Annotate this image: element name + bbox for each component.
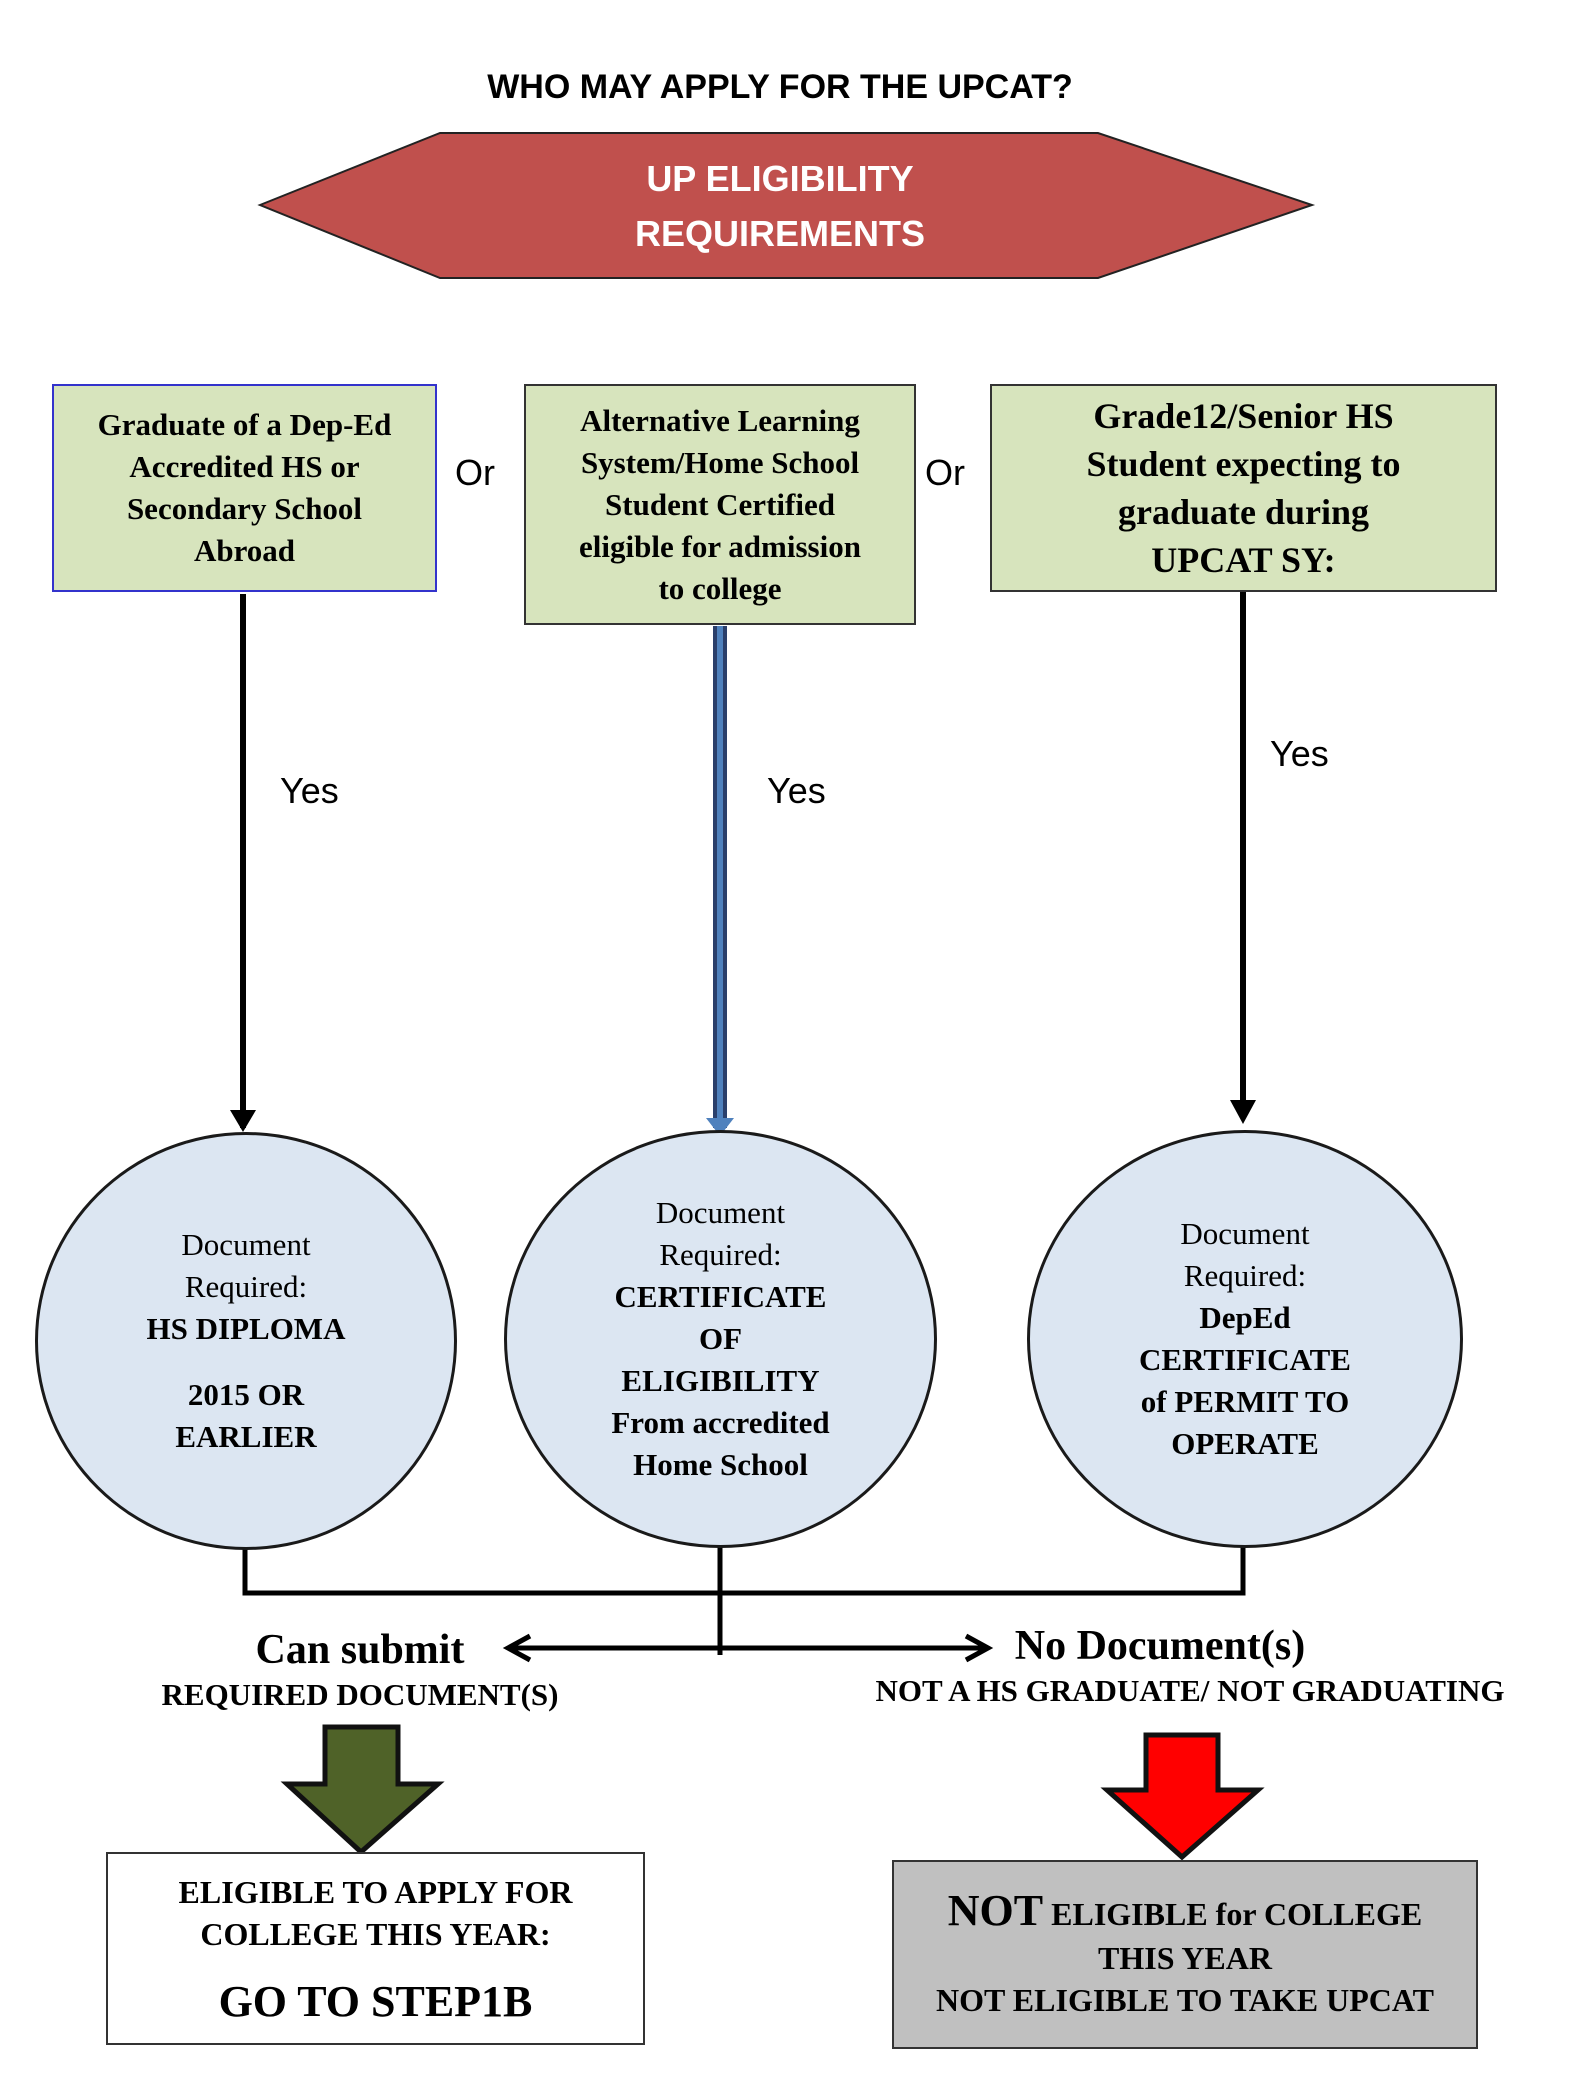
banner-text: UP ELIGIBILITY REQUIREMENTS [634, 157, 926, 254]
or-label-1: Or [455, 452, 495, 493]
arrowhead-middle [706, 1118, 734, 1136]
document-circle-diploma: Document Required: HS DIPLOMA 2015 OR EA… [35, 1132, 457, 1550]
page-title: WHO MAY APPLY FOR THE UPCAT? [487, 68, 1073, 106]
red-down-arrow [1100, 1732, 1265, 1861]
join-line [242, 1545, 1246, 1596]
yes-label-middle: Yes [767, 770, 826, 811]
yes-label-right: Yes [1270, 733, 1329, 774]
can-submit-label: Can submit REQUIRED DOCUMENT(S) [161, 1627, 559, 1712]
or-label-2: Or [925, 452, 965, 493]
option-grade12-senior: Grade12/Senior HS Student expecting to g… [990, 384, 1497, 592]
document-circle-permit: Document Required: DepEd CERTIFICATE of … [1027, 1130, 1463, 1548]
go-to-step1b: GO TO STEP1B [218, 1976, 533, 2026]
green-down-arrow [280, 1724, 445, 1856]
yes-label-left: Yes [280, 770, 339, 811]
arrowhead-left [230, 1110, 256, 1132]
arrowhead-right [1230, 1100, 1256, 1124]
option-deped-graduate: Graduate of a Dep-Ed Accredited HS or Se… [52, 384, 437, 592]
banner-shape [257, 132, 1316, 279]
document-circle-certificate: Document Required: CERTIFICATE OF ELIGIB… [504, 1130, 937, 1548]
no-document-label: No Document(s) NOT A HS GRADUATE/ NOT GR… [875, 1623, 1505, 1708]
not-emphasis: NOT [947, 1886, 1044, 1935]
not-eligible-box: NOT ELIGIBLE for COLLEGE THIS YEAR NOT E… [892, 1860, 1478, 2049]
option-als-homeschool: Alternative Learning System/Home School … [524, 384, 916, 625]
eligible-box: ELIGIBLE TO APPLY FOR COLLEGE THIS YEAR:… [106, 1852, 645, 2045]
